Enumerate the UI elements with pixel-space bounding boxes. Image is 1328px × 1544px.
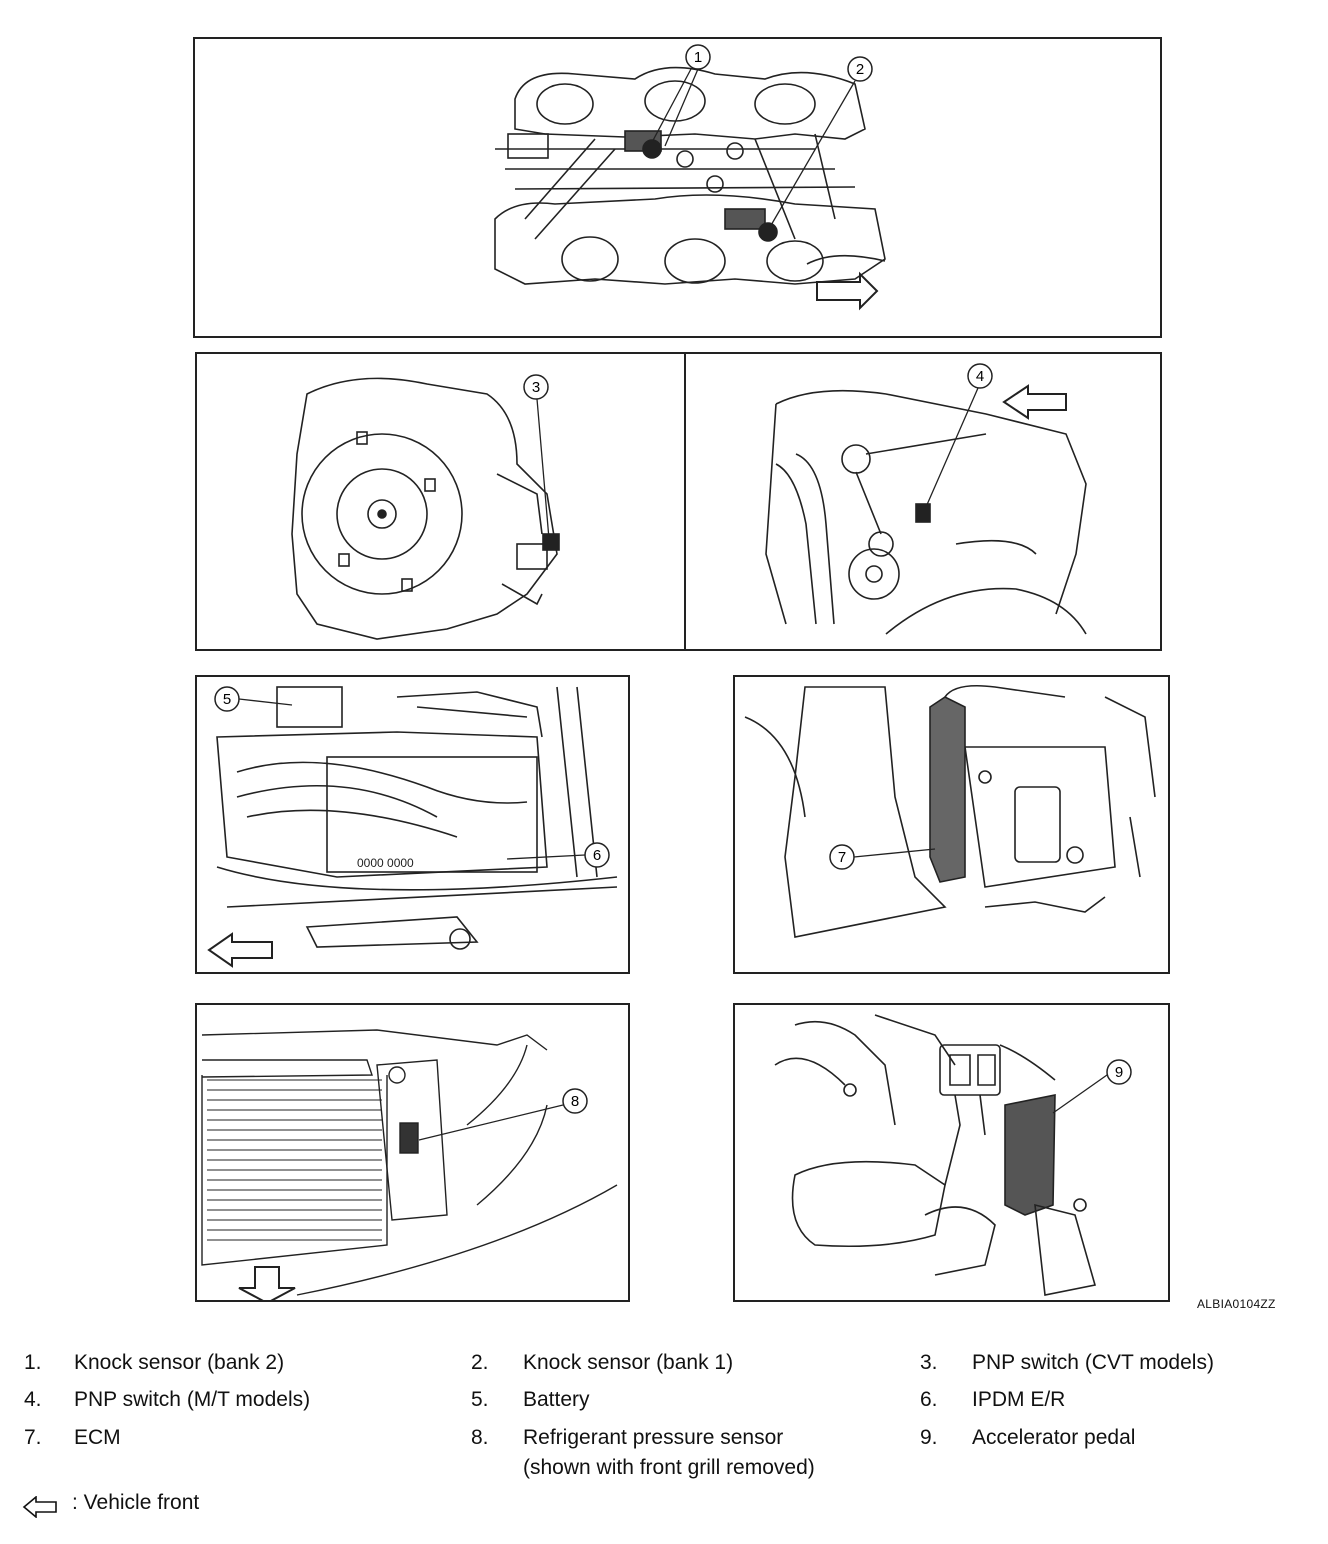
panel-pnp-cvt: 3	[195, 352, 686, 651]
legend-text-4: PNP switch (M/T models)	[74, 1388, 311, 1411]
callout-5: 5	[214, 686, 293, 712]
callout-9: 9	[1052, 1059, 1132, 1114]
legend-num-3: 3.	[920, 1351, 938, 1374]
legend-num-7: 7.	[24, 1426, 42, 1449]
legend-text-8-line2: (shown with front grill removed)	[523, 1456, 815, 1479]
legend-text-6: IPDM E/R	[972, 1388, 1066, 1411]
callout-4: 4	[925, 363, 993, 508]
legend-num-1: 1.	[24, 1351, 42, 1374]
panel-refrigerant-sensor: 8	[195, 1003, 630, 1302]
legend-num-2: 2.	[471, 1351, 489, 1374]
svg-text:8: 8	[571, 1093, 579, 1110]
figure-code: ALBIA0104ZZ	[1197, 1297, 1276, 1311]
legend-num-4: 4.	[24, 1388, 42, 1411]
legend-num-8: 8.	[471, 1426, 489, 1449]
legend-text-8: Refrigerant pressure sensor	[523, 1426, 784, 1449]
panel-battery-ipdm: 0000 0000 5 6	[195, 675, 630, 974]
legend-text-5: Battery	[523, 1388, 590, 1411]
legend-num-5: 5.	[471, 1388, 489, 1411]
panel-accelerator-pedal: 9	[733, 1003, 1170, 1302]
callout-6: 6	[506, 842, 610, 868]
panel-knock-sensors: 1 2	[193, 37, 1162, 338]
svg-text:0000 0000: 0000 0000	[357, 856, 414, 870]
vehicle-front-label: : Vehicle front	[72, 1491, 200, 1514]
legend-text-9: Accelerator pedal	[972, 1426, 1136, 1449]
legend-text-2: Knock sensor (bank 1)	[523, 1351, 734, 1374]
panel-pnp-mt: 4	[684, 352, 1162, 651]
vehicle-front-arrow-icon	[22, 1496, 57, 1518]
svg-text:7: 7	[838, 849, 846, 866]
svg-text:5: 5	[223, 691, 231, 708]
callout-3: 3	[523, 374, 550, 540]
legend-text-7: ECM	[74, 1426, 121, 1449]
legend-text-3: PNP switch (CVT models)	[972, 1351, 1214, 1374]
svg-text:3: 3	[532, 379, 540, 396]
callout-8: 8	[418, 1088, 588, 1141]
svg-text:4: 4	[976, 368, 984, 385]
svg-text:9: 9	[1115, 1064, 1123, 1081]
legend-num-9: 9.	[920, 1426, 938, 1449]
legend-num-6: 6.	[920, 1388, 938, 1411]
legend-text-1: Knock sensor (bank 2)	[74, 1351, 285, 1374]
callout-7: 7	[829, 844, 936, 870]
svg-text:6: 6	[593, 847, 601, 864]
panel-ecm: 7	[733, 675, 1170, 974]
